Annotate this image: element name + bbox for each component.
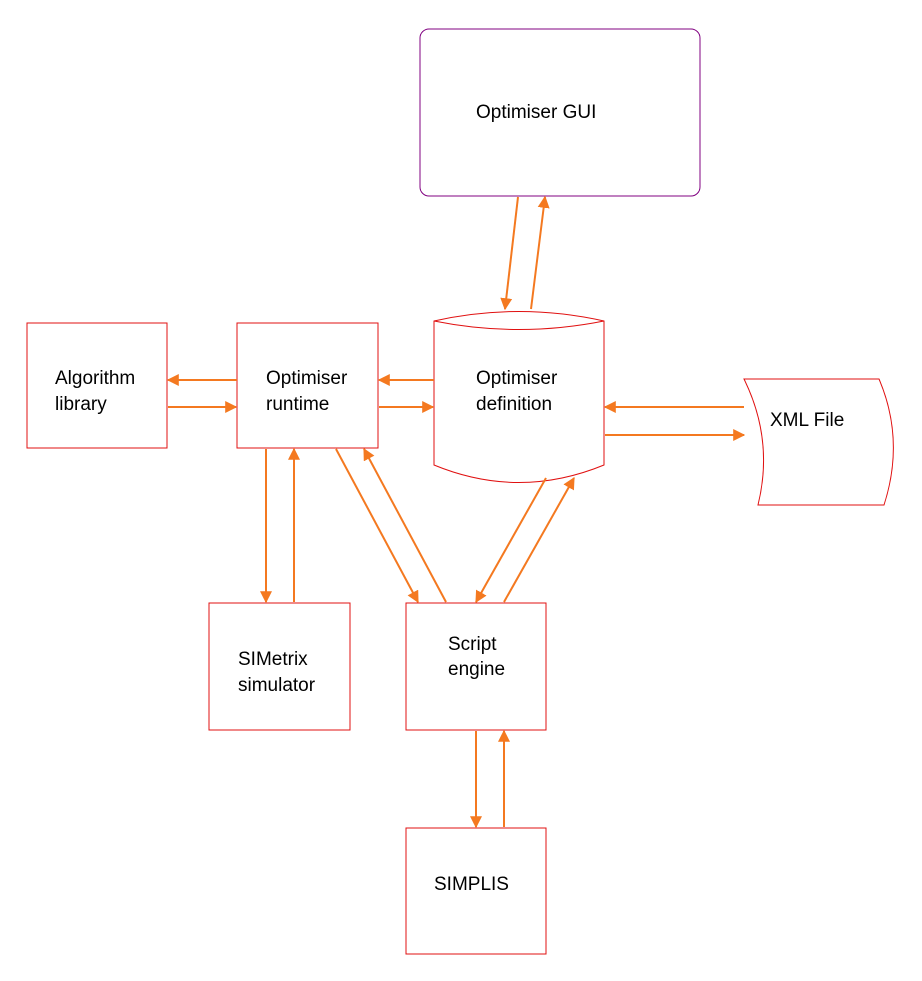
optimiser-runtime-box xyxy=(236,322,379,449)
xml-file-label-line-1: XML File xyxy=(770,410,844,431)
optimiser-runtime-label-line-1: Optimiser xyxy=(266,368,348,389)
arrow-gui-to-definition xyxy=(500,196,519,311)
script-engine-node[interactable]: Script engine xyxy=(405,602,547,731)
simetrix-simulator-label: SIMetrix simulator xyxy=(238,649,316,696)
simplis-label: SIMPLIS xyxy=(434,874,509,895)
xml-file-node[interactable]: XML File xyxy=(743,378,894,506)
optimiser-definition-node[interactable]: Optimiser definition xyxy=(433,311,605,483)
algorithm-library-label-line-2: library xyxy=(55,394,107,415)
optimiser-gui-label-line-1: Optimiser GUI xyxy=(476,102,596,123)
optimiser-definition-cylinder-rim xyxy=(433,320,605,330)
optimiser-gui-label: Optimiser GUI xyxy=(476,102,596,123)
simetrix-simulator-node[interactable]: SIMetrix simulator xyxy=(208,602,351,731)
algorithm-library-label: Algorithm library xyxy=(55,368,141,415)
arrow-definition-to-gui xyxy=(530,195,550,310)
simplis-node[interactable]: SIMPLIS xyxy=(405,827,547,955)
script-engine-label: Script engine xyxy=(448,634,505,680)
algorithm-library-node[interactable]: Algorithm library xyxy=(26,322,168,449)
optimiser-definition-label: Optimiser definition xyxy=(476,368,563,415)
xml-file-label: XML File xyxy=(770,410,844,431)
script-engine-label-line-2: engine xyxy=(448,659,505,680)
simetrix-simulator-box xyxy=(208,602,351,731)
arrow-runtime-to-script xyxy=(335,448,419,604)
simetrix-simulator-label-line-1: SIMetrix xyxy=(238,649,308,670)
optimiser-definition-cylinder xyxy=(433,311,605,483)
optimiser-runtime-label: Optimiser runtime xyxy=(266,368,353,415)
optimiser-gui-box xyxy=(419,28,701,197)
optimiser-runtime-node[interactable]: Optimiser runtime xyxy=(236,322,379,449)
simetrix-simulator-label-line-2: simulator xyxy=(238,675,316,696)
script-engine-label-line-1: Script xyxy=(448,634,497,655)
connection-arrows xyxy=(166,195,746,829)
arrow-definition-to-script xyxy=(475,477,547,604)
xml-file-shape xyxy=(743,378,894,506)
optimiser-definition-label-line-2: definition xyxy=(476,394,552,415)
algorithm-library-box xyxy=(26,322,168,449)
algorithm-library-label-line-1: Algorithm xyxy=(55,368,135,389)
simplis-label-line-1: SIMPLIS xyxy=(434,874,509,895)
optimiser-runtime-label-line-2: runtime xyxy=(266,394,329,415)
simplis-box xyxy=(405,827,547,955)
arrow-script-to-definition xyxy=(503,476,575,603)
optimiser-definition-label-line-1: Optimiser xyxy=(476,368,558,389)
script-engine-box xyxy=(405,602,547,731)
arrow-script-to-runtime xyxy=(363,447,447,603)
optimiser-gui-node[interactable]: Optimiser GUI xyxy=(419,28,701,197)
